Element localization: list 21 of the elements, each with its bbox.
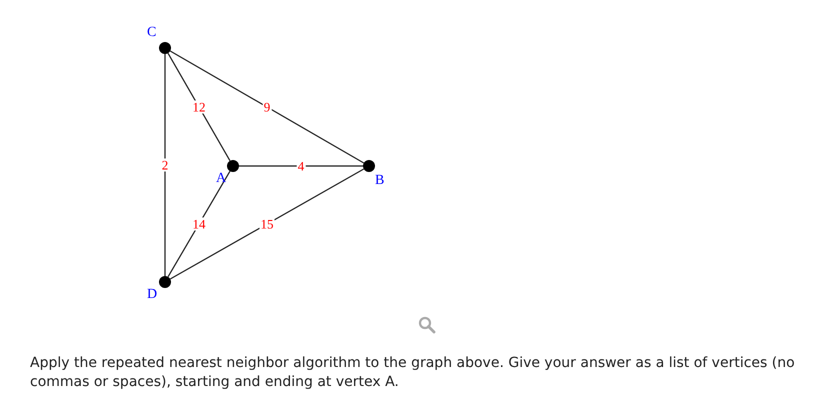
graph-edge: [170, 50, 364, 164]
edge-weight: 14: [192, 218, 206, 230]
edge-weight: 15: [260, 218, 274, 230]
vertex-label: B: [375, 174, 384, 188]
vertex-label: A: [216, 172, 226, 186]
edge-weight: 2: [160, 158, 170, 172]
vertex-dot: [159, 42, 171, 54]
graph-edge: [167, 52, 231, 162]
vertex-label: C: [147, 26, 156, 40]
edge-weight: 12: [192, 100, 206, 114]
question-text: Apply the repeated nearest neighbor algorithm to the graph above. Give your answer as a list of vertices (no commas or spaces), starting and ending at vertex A.: [30, 354, 796, 392]
graph-edge: [170, 168, 364, 280]
vertex-label: D: [147, 288, 158, 302]
vertex-dot: [227, 160, 239, 172]
vertex-dot: [363, 160, 375, 172]
edge-weight: 4: [296, 160, 306, 172]
graph-edge: [239, 165, 363, 167]
vertex-dot: [159, 276, 171, 288]
edge-weight: 9: [262, 100, 272, 114]
graph-edge: [168, 170, 230, 278]
graph-edge: [164, 54, 166, 276]
